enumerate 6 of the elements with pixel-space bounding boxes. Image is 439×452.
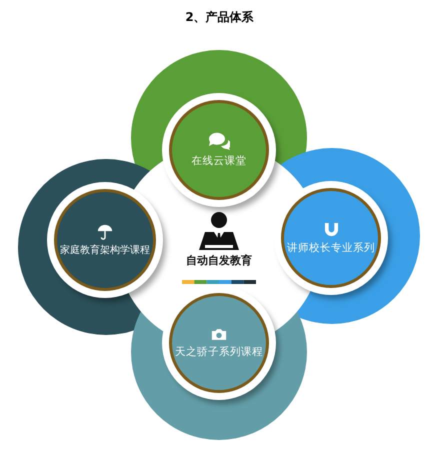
course-name: 讲师校长专业系列 (287, 242, 375, 254)
title: 2、产品体系 (184, 9, 255, 26)
course-name: 天之骄子系列课程 (175, 346, 263, 358)
course-name: 在线云课堂 (192, 155, 246, 168)
center-title: 自动自发教育 (186, 254, 252, 268)
course-name: 家庭教育架构学课程 (60, 244, 150, 256)
